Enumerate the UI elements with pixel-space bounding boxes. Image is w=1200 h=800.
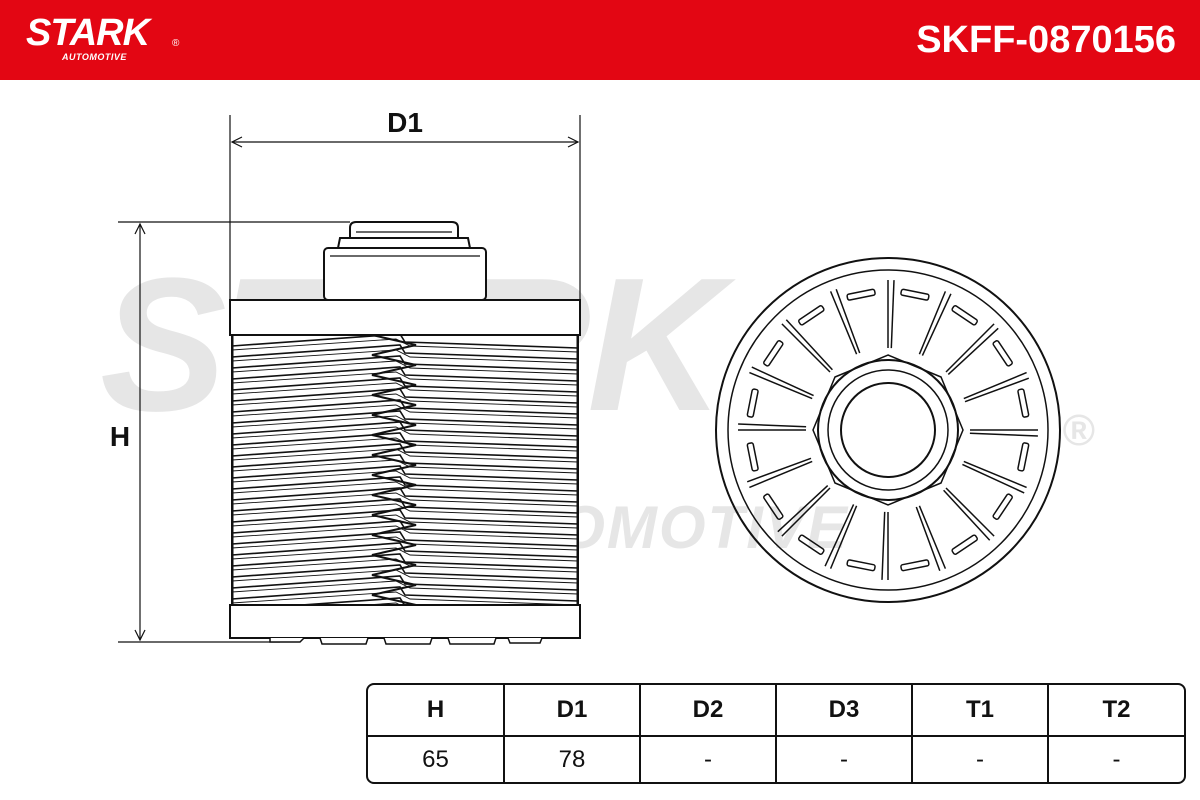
end-view-spoke [918, 505, 947, 569]
pleat-line [232, 591, 578, 605]
spec-header-d2: D2 [639, 685, 776, 737]
pleat-line [232, 514, 578, 529]
end-view-slot [763, 340, 784, 367]
watermark-registered-mark: ® [1062, 406, 1095, 455]
end-view-slot [951, 305, 978, 326]
end-view-slot [798, 305, 825, 326]
pleat-line [232, 553, 578, 569]
filter-side-view [229, 221, 581, 645]
pleat-line [232, 371, 578, 386]
filter-pleats [232, 335, 578, 605]
pleat-line [232, 470, 578, 485]
part-number: SKFF-0870156 [916, 19, 1176, 61]
end-view-spoke [963, 371, 1027, 400]
end-view-slot [763, 493, 784, 520]
end-view-slot [992, 340, 1013, 367]
pleat-line [232, 426, 578, 441]
end-view-spoke [829, 291, 858, 355]
pleat-seam [371, 335, 417, 605]
dimension-d1-label: D1 [387, 107, 423, 138]
pleat-line [232, 454, 578, 470]
pleat-line [232, 335, 578, 349]
end-view-spoke [963, 460, 1027, 489]
header-bar: STARK ® AUTOMOTIVE SKFF-0870156 [0, 0, 1200, 80]
pleat-line [232, 580, 578, 595]
pleat-line [232, 410, 578, 426]
end-view-spoke [749, 371, 813, 400]
pleat-line [232, 465, 578, 481]
spec-value-d2: - [639, 736, 776, 782]
pleat-line [232, 481, 578, 496]
end-view-slot [1017, 388, 1030, 418]
pleat-line [232, 459, 578, 474]
spec-value-d1: 78 [503, 736, 640, 782]
end-view-spoke [781, 323, 831, 373]
pleat-line [232, 360, 578, 375]
pleat-line [232, 525, 578, 540]
spec-table: H D1 D2 D3 T1 T2 65 78 - - - - [366, 683, 1186, 784]
end-view-slot [1017, 442, 1030, 472]
pleat-line [232, 349, 578, 364]
pleat-line [232, 432, 578, 448]
end-view-spoke [945, 323, 995, 373]
pleat-line [232, 531, 578, 547]
pleat-line [232, 509, 578, 525]
end-view-slot [746, 442, 759, 472]
pleat-line [232, 415, 578, 430]
pleat-line [232, 366, 578, 382]
spec-value-t1: - [911, 736, 1048, 782]
pleat-line [232, 388, 578, 404]
end-view-slot [900, 288, 930, 301]
end-view-spoke [781, 487, 831, 537]
spec-header-t1: T1 [911, 685, 1048, 737]
hub-octagon [812, 354, 964, 506]
pleat-line [232, 448, 578, 463]
brand-name: STARK [26, 12, 150, 54]
spec-value-h: 65 [422, 745, 449, 773]
spec-header-d3: D3 [775, 685, 912, 737]
end-view-ribs [738, 280, 1038, 580]
pleat-line [232, 520, 578, 536]
end-view-slot [900, 559, 930, 572]
technical-drawing: STARK AUTOMOTIVE ® D1 H [100, 107, 1095, 645]
brand-subtitle: AUTOMOTIVE [62, 52, 127, 62]
dimension-h [118, 221, 350, 643]
spec-value-t2: - [1047, 736, 1184, 782]
spec-header-t2: T2 [1047, 685, 1184, 737]
end-view-spoke [749, 460, 813, 489]
dimension-h-label: H [110, 421, 130, 452]
pleat-line [232, 536, 578, 551]
spec-header-row: H D1 D2 D3 T1 T2 [368, 685, 1184, 737]
spec-value-d3: - [775, 736, 912, 782]
pleat-line [232, 492, 578, 507]
end-view-slot [846, 559, 876, 572]
pleat-line [232, 421, 578, 437]
pleat-line [232, 382, 578, 397]
pleat-line [232, 547, 578, 562]
spec-value-row: 65 78 - - - - [368, 736, 1184, 782]
end-view-spoke [918, 291, 947, 355]
pleat-line [232, 542, 578, 558]
end-view-spoke [829, 505, 858, 569]
pleat-line [232, 487, 578, 503]
end-view-spoke [945, 487, 995, 537]
pleat-line [232, 575, 578, 591]
end-view-slot [992, 493, 1013, 520]
pleat-line [232, 569, 578, 584]
end-view-slot [746, 388, 759, 418]
pleat-line [232, 498, 578, 514]
pleat-line [232, 586, 578, 602]
pleat-line [232, 393, 578, 408]
spec-header-h: H [368, 685, 504, 737]
brand-registered-mark: ® [172, 38, 180, 49]
end-view-slot [798, 534, 825, 555]
pleat-line [232, 399, 578, 415]
filter-end-view [715, 257, 1061, 603]
pleat-line [232, 355, 578, 371]
brand-logo: STARK ® AUTOMOTIVE [26, 12, 179, 62]
spec-header-d1: D1 [503, 685, 640, 737]
end-view-slot [846, 288, 876, 301]
dimension-d1 [229, 115, 581, 300]
end-view-slot [951, 534, 978, 555]
